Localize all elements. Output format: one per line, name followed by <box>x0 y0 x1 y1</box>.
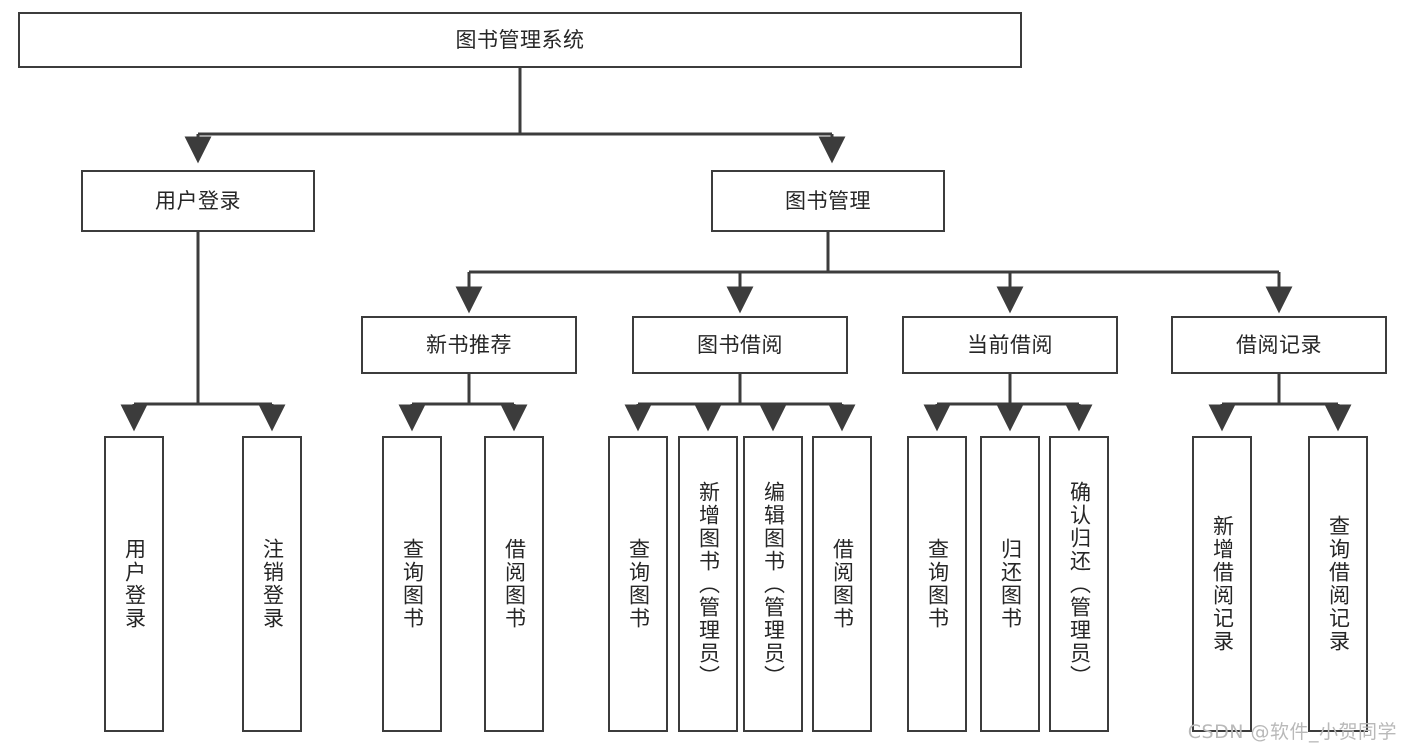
node-label: 图书管理系统 <box>455 27 585 52</box>
node-leaf-return-book[interactable]: 归还图书 <box>980 436 1040 732</box>
node-leaf-user-logout[interactable]: 注销登录 <box>242 436 302 732</box>
node-label: 借阅图书 <box>502 538 527 630</box>
node-label: 借阅图书 <box>830 538 855 630</box>
node-label: 归还图书 <box>998 538 1023 630</box>
node-leaf-borrow-book[interactable]: 借阅图书 <box>812 436 872 732</box>
node-leaf-edit-book-admin[interactable]: 编辑图书（管理员） <box>743 436 803 732</box>
node-label: 当前借阅 <box>967 332 1053 357</box>
node-leaf-borrow-book-recommend[interactable]: 借阅图书 <box>484 436 544 732</box>
node-leaf-query-book-current[interactable]: 查询图书 <box>907 436 967 732</box>
node-leaf-query-book-recommend[interactable]: 查询图书 <box>382 436 442 732</box>
node-label: 用户登录 <box>122 538 147 630</box>
node-label: 图书借阅 <box>697 332 783 357</box>
node-label: 确认归还（管理员） <box>1067 480 1092 688</box>
node-label: 用户登录 <box>155 188 241 213</box>
node-label: 查询图书 <box>925 538 950 630</box>
node-root-system[interactable]: 图书管理系统 <box>18 12 1022 68</box>
node-book-management[interactable]: 图书管理 <box>711 170 945 232</box>
node-borrow-record[interactable]: 借阅记录 <box>1171 316 1387 374</box>
node-label: 注销登录 <box>260 538 285 630</box>
node-label: 查询图书 <box>400 538 425 630</box>
node-leaf-user-login[interactable]: 用户登录 <box>104 436 164 732</box>
node-label: 查询图书 <box>626 538 651 630</box>
node-label: 借阅记录 <box>1236 332 1322 357</box>
node-label: 新增图书（管理员） <box>696 480 721 688</box>
watermark-text: CSDN @软件_小贺同学 <box>1187 721 1397 743</box>
node-label: 新增借阅记录 <box>1210 515 1235 653</box>
node-label: 编辑图书（管理员） <box>761 480 786 688</box>
node-current-borrow[interactable]: 当前借阅 <box>902 316 1118 374</box>
node-label: 查询借阅记录 <box>1326 515 1351 653</box>
node-leaf-add-book-admin[interactable]: 新增图书（管理员） <box>678 436 738 732</box>
node-book-borrow[interactable]: 图书借阅 <box>632 316 848 374</box>
node-user-login[interactable]: 用户登录 <box>81 170 315 232</box>
node-leaf-query-borrow-record[interactable]: 查询借阅记录 <box>1308 436 1368 732</box>
node-leaf-add-borrow-record[interactable]: 新增借阅记录 <box>1192 436 1252 732</box>
node-label: 图书管理 <box>785 188 871 213</box>
node-leaf-query-book-borrow[interactable]: 查询图书 <box>608 436 668 732</box>
node-label: 新书推荐 <box>426 332 512 357</box>
node-leaf-confirm-return-admin[interactable]: 确认归还（管理员） <box>1049 436 1109 732</box>
node-new-book-recommend[interactable]: 新书推荐 <box>361 316 577 374</box>
